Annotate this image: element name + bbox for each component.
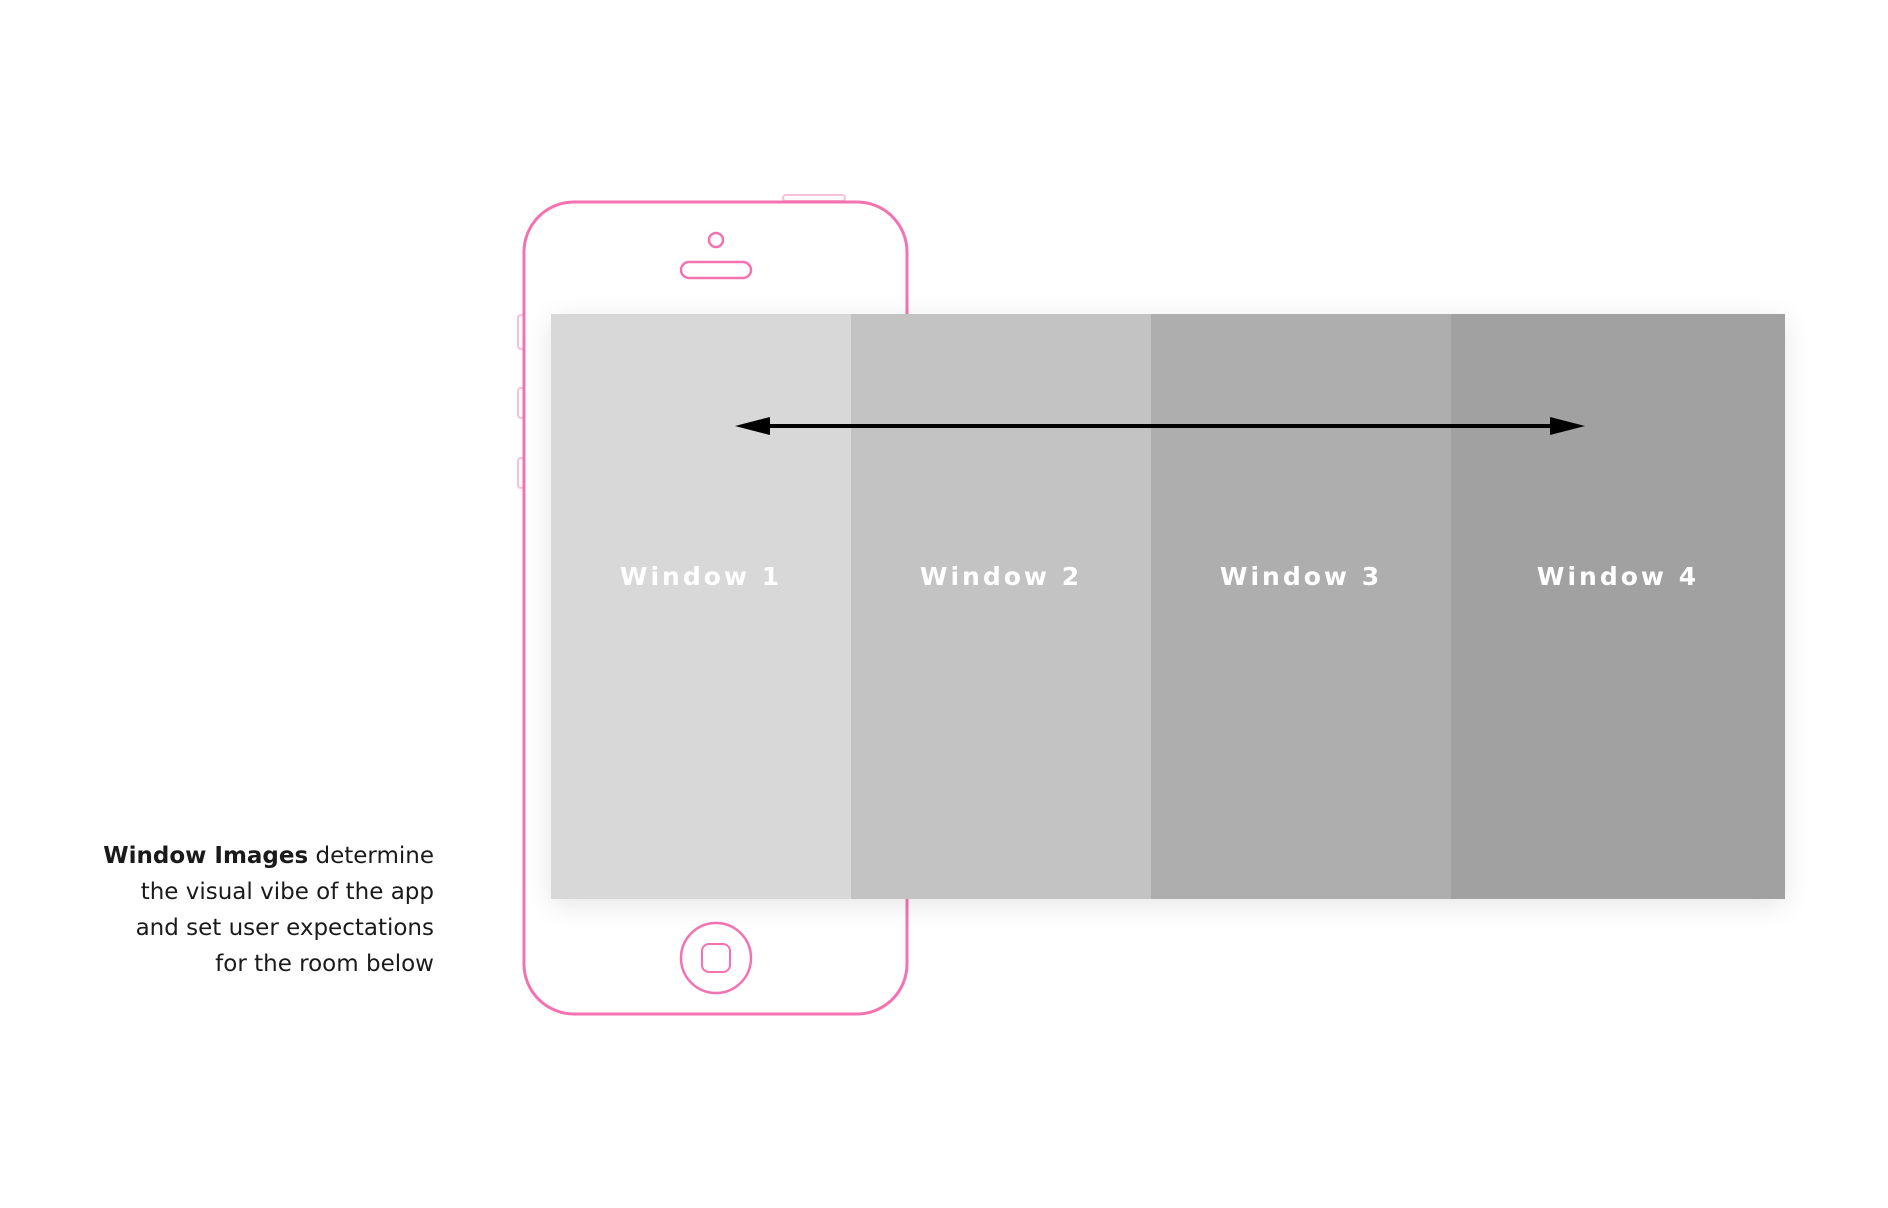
window-label-1: Window 1 <box>619 562 783 591</box>
window-panel-1: Window 1 <box>551 314 851 899</box>
window-label-3: Window 3 <box>1219 562 1383 591</box>
window-label-4: Window 4 <box>1536 562 1700 591</box>
caption-bold-term: Window Images <box>103 843 309 869</box>
window-panel-3: Window 3 <box>1151 314 1451 899</box>
window-panel-4: Window 4 <box>1451 314 1785 899</box>
window-panel-2: Window 2 <box>851 314 1151 899</box>
caption-line-1: Window Images determine <box>60 838 434 874</box>
window-strip: Window 1 Window 2 Window 3 Window 4 <box>551 314 1785 899</box>
caption-line-1-rest: determine <box>308 843 434 869</box>
caption-line-2: the visual vibe of the app <box>140 879 434 905</box>
caption-text: Window Images determine the visual vibe … <box>60 838 434 982</box>
caption-line-4: for the room below <box>215 951 434 977</box>
window-label-2: Window 2 <box>919 562 1083 591</box>
caption-line-3: and set user expectations <box>135 915 434 941</box>
